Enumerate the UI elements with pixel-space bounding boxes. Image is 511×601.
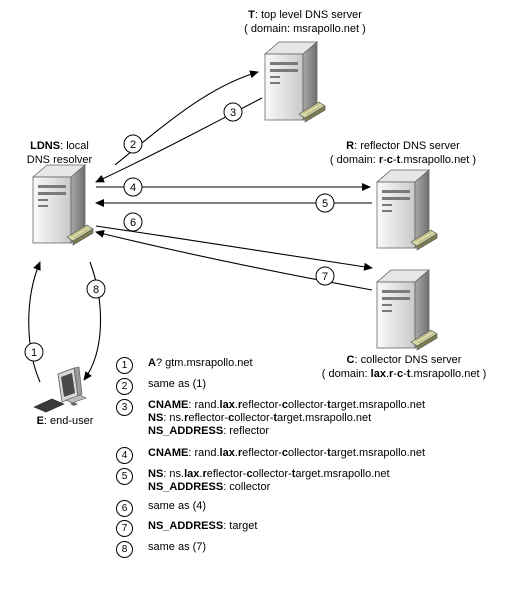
arrow-8-path <box>83 261 102 381</box>
collector-server-domain: ( domain: lax.r-c-t.msrapollo.net ) <box>321 368 487 380</box>
step-marker-3-label: 3 <box>230 107 236 119</box>
legend-number-8: 8 <box>116 541 133 558</box>
collector-server-label: C: collector DNS server ( domain: lax.r-… <box>298 353 510 381</box>
collector-dns-server-icon <box>376 269 438 351</box>
arrow-7-path <box>95 230 373 291</box>
legend-line: same as (4) <box>148 500 207 512</box>
legend-line: NS_ADDRESS: reflector <box>148 425 270 437</box>
legend-item-8: 8 same as (7) <box>116 541 506 558</box>
step-marker-5: 5 <box>315 193 335 213</box>
top-server-domain: ( domain: msrapollo.net ) <box>244 23 366 35</box>
reflector-server-label: R: reflector DNS server ( domain: r-c-t.… <box>293 139 511 167</box>
legend-number-1: 1 <box>116 357 133 374</box>
top-level-dns-server-icon <box>264 41 326 123</box>
legend-number-2: 2 <box>116 378 133 395</box>
legend-item-4: 4 CNAME: rand.lax.reflector-collector-tar… <box>116 447 506 464</box>
end-user-label: E: end-user <box>20 414 110 428</box>
step-marker-1: 1 <box>24 342 44 362</box>
step-marker-1-label: 1 <box>31 347 37 359</box>
ldns-resolver-server-icon <box>32 164 94 246</box>
top-server-name: T <box>248 9 255 21</box>
collector-server-role: : collector DNS server <box>354 354 462 366</box>
legend-number-6: 6 <box>116 500 133 517</box>
legend-number-5: 5 <box>116 468 133 485</box>
reflector-server-domain: ( domain: r-c-t.msrapollo.net ) <box>329 154 477 166</box>
step-marker-2-label: 2 <box>130 139 136 151</box>
step-marker-6: 6 <box>123 212 143 232</box>
collector-server-name: C <box>346 354 355 366</box>
legend-line: CNAME: rand.lax.reflector-collector-targ… <box>148 447 426 459</box>
reflector-dns-server-icon <box>376 169 438 251</box>
legend-line: CNAME: rand.lax.reflector-collector-targ… <box>148 399 426 411</box>
legend-line: NS_ADDRESS: target <box>148 520 258 532</box>
legend-line: NS_ADDRESS: collector <box>148 481 271 493</box>
legend-item-1: 1 A? gtm.msrapollo.net <box>116 357 506 374</box>
legend-number-7: 7 <box>116 520 133 537</box>
step-marker-8-label: 8 <box>93 284 99 296</box>
ldns-role: : local <box>60 140 89 152</box>
end-user-name: E <box>36 415 44 427</box>
top-level-server-label: T: top level DNS server ( domain: msrapo… <box>190 8 420 36</box>
step-marker-6-label: 6 <box>130 217 136 229</box>
step-marker-8: 8 <box>86 279 106 299</box>
ldns-name: LDNS <box>30 140 61 152</box>
step-marker-7-label: 7 <box>322 271 328 283</box>
arrow-1-path <box>28 261 41 383</box>
legend-item-5: 5 NS: ns.lax.reflector-collector-target.m… <box>116 468 506 494</box>
legend-number-4: 4 <box>116 447 133 464</box>
end-user-computer-icon <box>33 366 87 413</box>
step-marker-3: 3 <box>223 102 243 122</box>
reflector-server-role: : reflector DNS server <box>354 140 460 152</box>
step-marker-5-label: 5 <box>322 198 328 210</box>
top-server-role: : top level DNS server <box>254 9 362 21</box>
step-marker-7: 7 <box>315 266 335 286</box>
legend-item-3: 3 CNAME: rand.lax.reflector-collector-tar… <box>116 399 506 438</box>
end-user-role: : end-user <box>43 415 94 427</box>
legend-line: NS: ns.reflector-collector-target.msrapo… <box>148 412 372 424</box>
ldns-label: LDNS: local DNS resolver <box>2 139 117 167</box>
arrow-3-path <box>95 97 263 183</box>
step-marker-4-label: 4 <box>130 182 136 194</box>
step-marker-4: 4 <box>123 177 143 197</box>
legend-number-3: 3 <box>116 399 133 416</box>
legend-line: A? gtm.msrapollo.net <box>148 357 253 369</box>
legend-line: same as (1) <box>148 378 207 390</box>
arrow-6-path <box>95 225 373 271</box>
reflector-server-name: R <box>346 140 355 152</box>
step-marker-2: 2 <box>123 134 143 154</box>
legend-line: same as (7) <box>148 541 207 553</box>
legend-item-2: 2 same as (1) <box>116 378 506 395</box>
legend-line: NS: ns.lax.reflector-collector-target.ms… <box>148 468 390 480</box>
legend-item-7: 7 NS_ADDRESS: target <box>116 520 506 537</box>
legend-item-6: 6 same as (4) <box>116 500 506 517</box>
ldns-role-line2: DNS resolver <box>26 154 93 166</box>
